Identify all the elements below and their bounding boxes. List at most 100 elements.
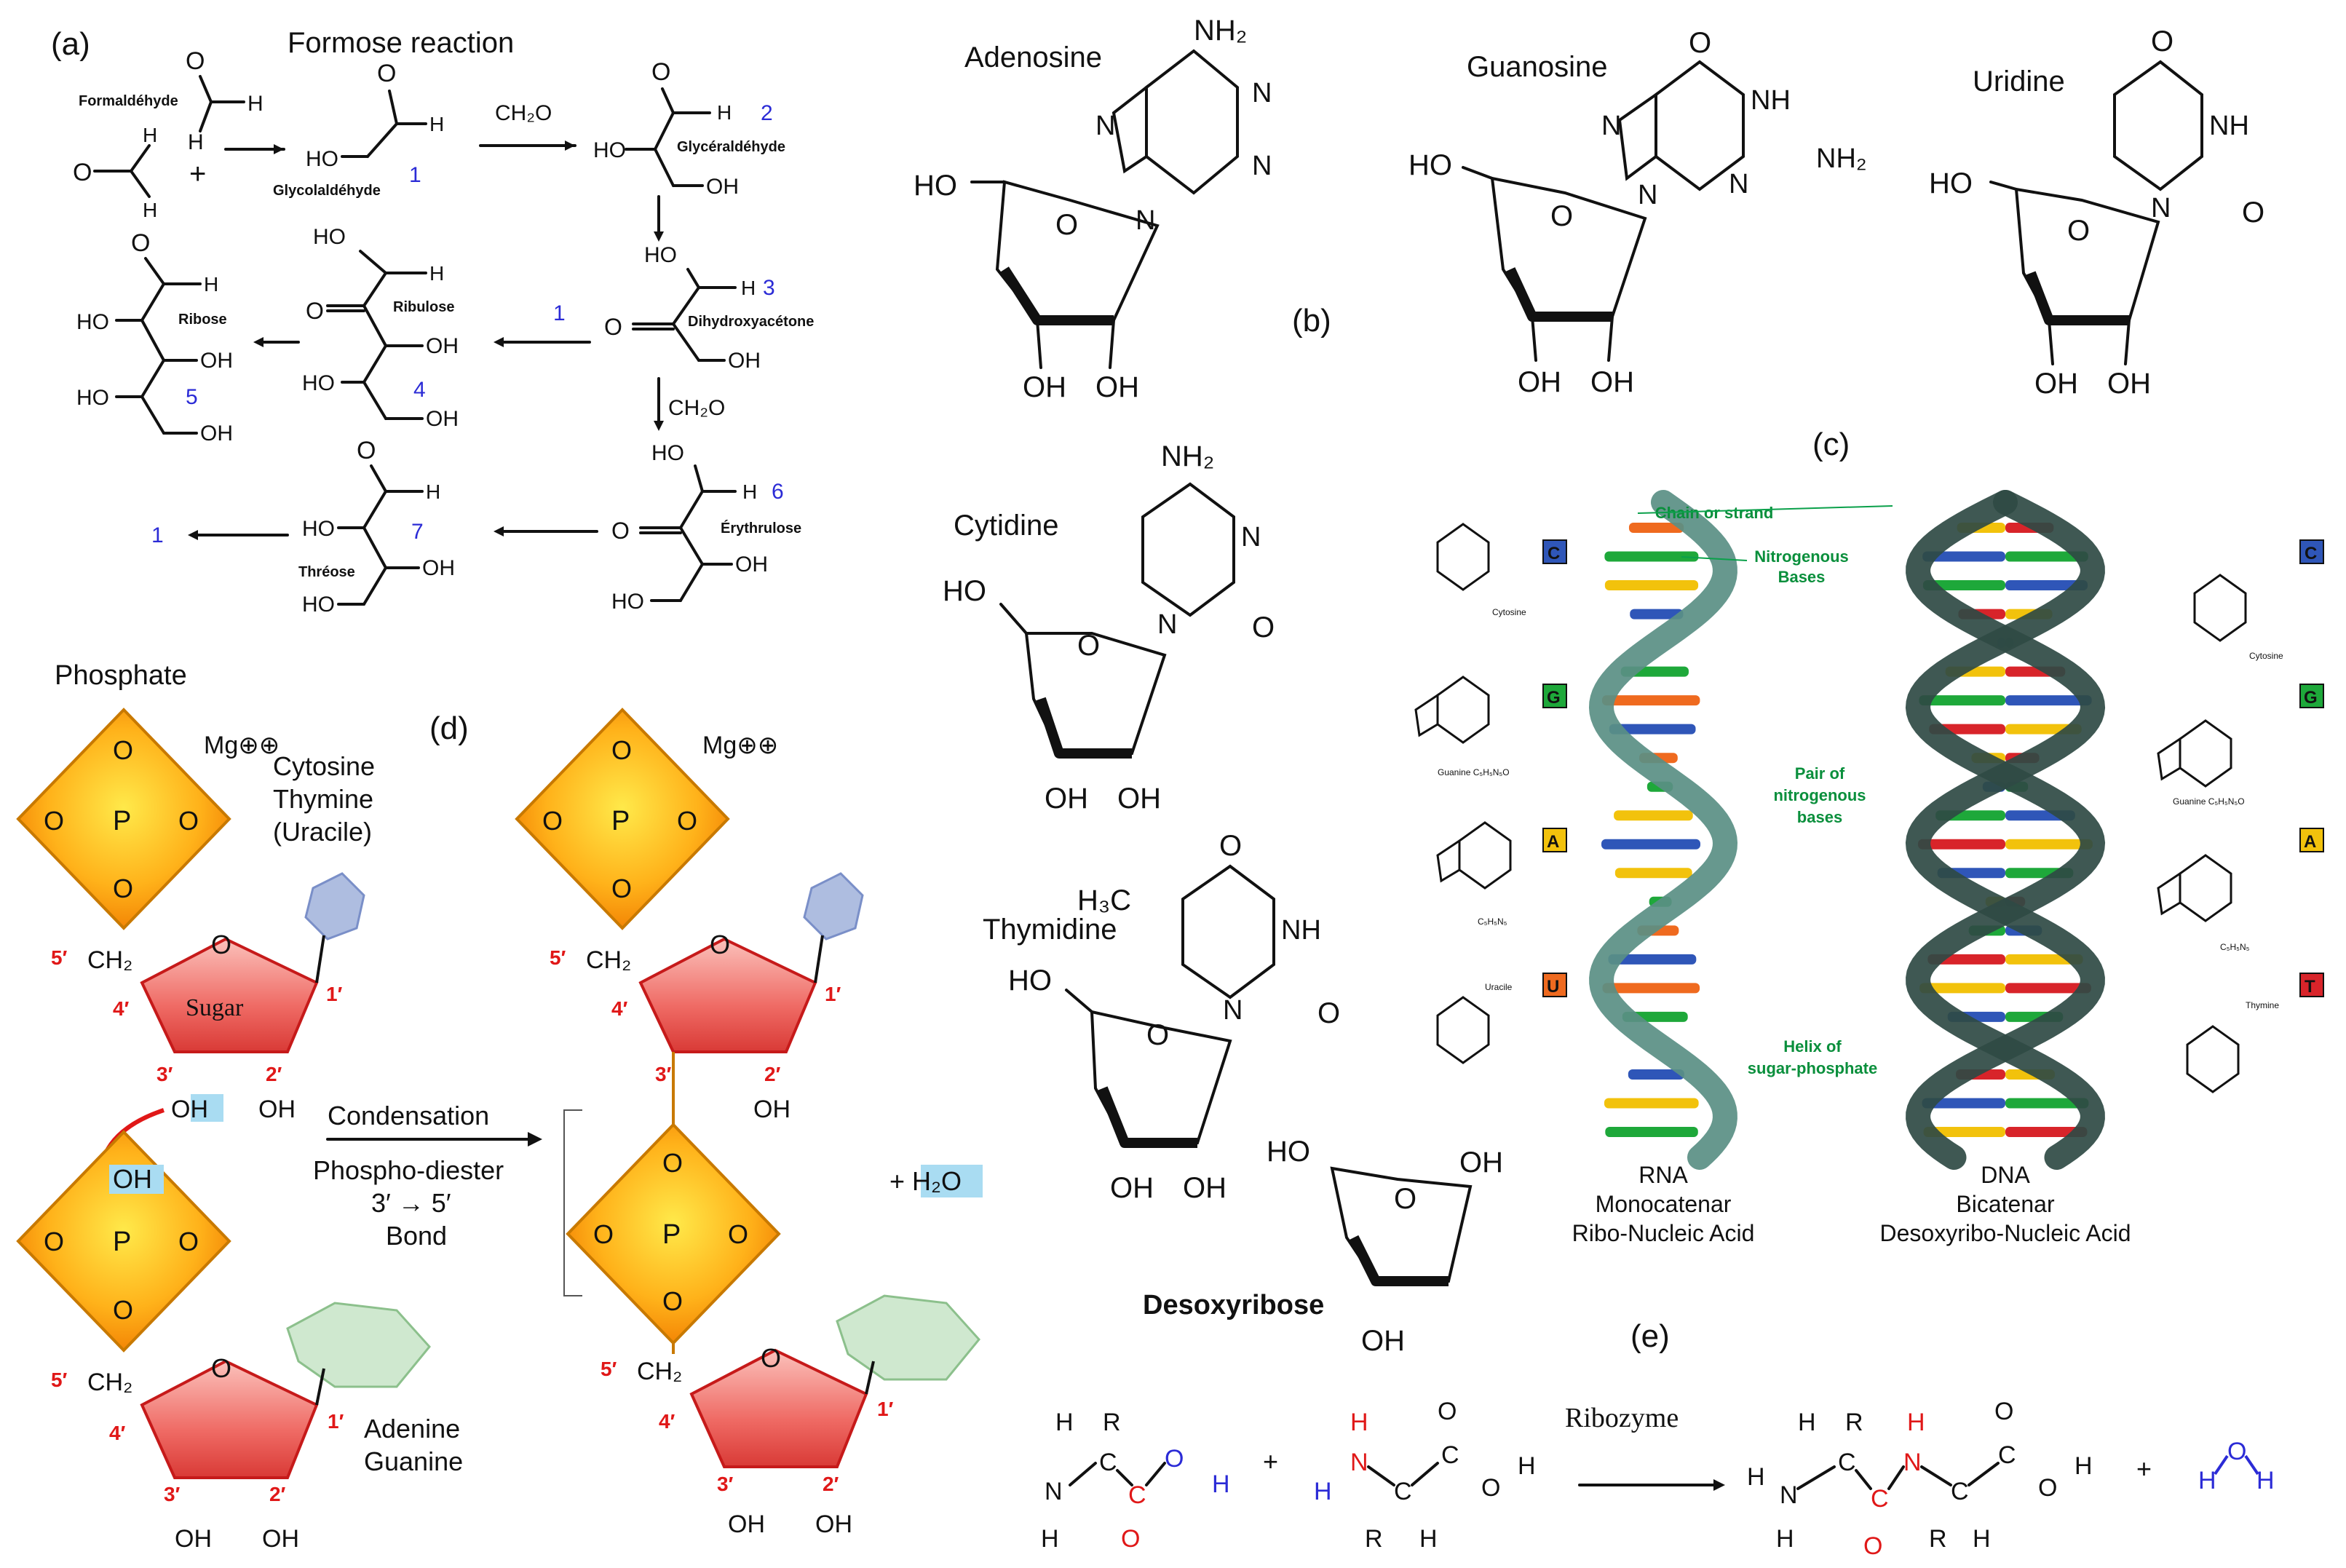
- oh-2prime-2: OH: [262, 1525, 299, 1553]
- svg-text:H: H: [2256, 1467, 2275, 1494]
- thymidine-molecule: O H₃C Thymidine NH O N O HO OH OH: [983, 830, 1340, 1204]
- panel-a-formose: (a) Formose reaction Formaldéhyde O H H …: [51, 26, 814, 617]
- svg-text:O: O: [662, 1286, 683, 1316]
- formaldehyde-molecule: Formaldéhyde O H H: [79, 47, 263, 154]
- guanosine-oh-3: OH: [1518, 366, 1561, 398]
- formaldehyde-label: Formaldéhyde: [79, 93, 178, 109]
- prime-4-3: 4′: [611, 997, 628, 1020]
- rna-cytosine-name: Cytosine: [1492, 607, 1526, 617]
- svg-text:O: O: [1994, 1398, 2013, 1425]
- prime-2-4: 2′: [823, 1473, 839, 1495]
- rna-base-cytosine: Cytosine C: [1436, 523, 1567, 617]
- compound-number-1: 1: [409, 163, 421, 187]
- base-rung: [1923, 1127, 2005, 1137]
- svg-text:O: O: [44, 806, 64, 836]
- svg-text:O: O: [44, 1227, 64, 1256]
- cytidine-oh-2: OH: [1117, 783, 1161, 815]
- svg-text:O: O: [1394, 1183, 1416, 1215]
- svg-text:H: H: [188, 130, 204, 154]
- svg-text:O: O: [604, 314, 622, 340]
- svg-text:C: C: [1998, 1441, 2016, 1469]
- dihydroxyacetone-molecule: HO H O OH Dihydroxyacétone 3: [604, 243, 814, 373]
- label-pair-bases: bases: [1797, 808, 1842, 826]
- svg-text:H: H: [717, 101, 732, 124]
- water-product: + H₂O: [889, 1166, 962, 1196]
- phosphate-bottom-left: OH O O O P: [16, 1130, 231, 1353]
- ribulose-label: Ribulose: [393, 299, 454, 315]
- panel-d-phosphodiester: Phosphate (d) O O O O P Mg⊕⊕ Cytosine Th…: [16, 660, 983, 1553]
- svg-text:N: N: [1241, 522, 1261, 553]
- svg-text:HO: HO: [76, 386, 109, 410]
- condensation-label: Condensation: [328, 1101, 489, 1131]
- helix-annotations: Chain or strand Nitrogenous Bases Pair o…: [1572, 504, 2131, 1246]
- svg-text:N: N: [1045, 1478, 1063, 1505]
- svg-text:C: C: [1441, 1441, 1459, 1469]
- threose-molecule: O H HO OH HO Thréose 7: [298, 437, 455, 617]
- compound-number-7: 7: [411, 520, 424, 544]
- svg-text:H: H: [742, 480, 757, 503]
- cytidine-ho: HO: [943, 575, 986, 607]
- svg-text:H: H: [2074, 1452, 2093, 1480]
- svg-text:O: O: [1055, 209, 1078, 241]
- svg-text:H: H: [143, 124, 157, 146]
- ch2-1: CH₂: [87, 946, 132, 974]
- phosphorus-1: P: [113, 806, 131, 836]
- dna-thymine-name: Thymine: [2246, 1000, 2279, 1010]
- base-rung: [1609, 724, 1696, 734]
- desoxyribose-molecule: HO OH O OH Desoxyribose: [1143, 1136, 1503, 1357]
- rna-title: RNA: [1638, 1162, 1688, 1188]
- svg-text:HO: HO: [611, 590, 644, 614]
- svg-text:H: H: [2198, 1467, 2216, 1494]
- dna-tag-a: A: [2304, 832, 2316, 852]
- svg-text:OH: OH: [735, 553, 768, 577]
- svg-text:C: C: [1871, 1485, 1889, 1513]
- dna-tag-g: G: [2304, 688, 2318, 708]
- prime-1-1: 1′: [326, 983, 343, 1005]
- svg-text:OH: OH: [426, 334, 459, 358]
- compound-number-2: 2: [761, 101, 773, 125]
- svg-text:N: N: [1157, 609, 1177, 640]
- uridine-nh: NH: [2209, 111, 2249, 141]
- base-rung: [1604, 580, 1699, 591]
- svg-text:O: O: [306, 298, 324, 324]
- base-rung: [1630, 609, 1684, 619]
- svg-text:H: H: [1212, 1470, 1230, 1498]
- svg-text:N: N: [1780, 1481, 1798, 1509]
- svg-text:O: O: [377, 60, 396, 87]
- ribulose-molecule: HO H O OH HO OH Ribulose 4: [302, 225, 459, 431]
- dna-base-adenine: C₅H₅N₅ A: [2157, 828, 2324, 952]
- dna-cytosine-name: Cytosine: [2249, 651, 2283, 661]
- sugar-bottom-left: CH₂ O 5′ 4′ 3′ 2′ 1′ OH OH: [51, 1302, 431, 1553]
- bond-direction-label: 3′ → 5′: [371, 1188, 451, 1218]
- ribozyme-plus-1: +: [1263, 1446, 1278, 1476]
- cytidine-oh-3: OH: [1045, 783, 1088, 815]
- guanosine-ho: HO: [1408, 149, 1452, 181]
- svg-text:O: O: [113, 874, 133, 903]
- adenosine-nh2: NH₂: [1194, 15, 1247, 47]
- rna-tag-g: G: [1547, 688, 1561, 708]
- base-rung: [1602, 983, 1700, 994]
- svg-text:O: O: [211, 930, 231, 959]
- adenosine-molecule: Adenosine NH₂ N N N N O HO OH OH: [914, 15, 1272, 403]
- thymidine-o-4: O: [1219, 830, 1242, 862]
- svg-text:O: O: [1146, 1019, 1169, 1051]
- thymidine-nh: NH: [1281, 915, 1321, 946]
- svg-text:O: O: [211, 1353, 231, 1383]
- svg-text:O: O: [1481, 1474, 1500, 1502]
- compound-number-6: 6: [772, 480, 784, 504]
- thymidine-oh-2: OH: [1183, 1172, 1227, 1204]
- svg-text:O: O: [677, 806, 697, 836]
- svg-text:O: O: [73, 159, 92, 186]
- label-sugar-phosphate: sugar-phosphate: [1748, 1059, 1877, 1077]
- dna-title: DNA: [1981, 1162, 2030, 1188]
- base-rung: [1601, 695, 1700, 706]
- dna-adenine-name: C₅H₅N₅: [2220, 942, 2250, 952]
- glyceraldehyde-molecule: O H HO OH Glycéraldéhyde 2: [593, 58, 785, 199]
- uridine-molecule: Uridine O NH O N O HO OH OH: [1929, 25, 2264, 400]
- oh-3prime-1: OH: [171, 1096, 208, 1123]
- rna-base-guanine: Guanine C₅H₅N₅O G: [1414, 676, 1567, 777]
- dihydroxyacetone-label: Dihydroxyacétone: [688, 314, 814, 330]
- rna-full-name: Ribo-Nucleic Acid: [1572, 1220, 1755, 1246]
- svg-text:R: R: [1845, 1409, 1863, 1436]
- ch2-2: CH₂: [87, 1369, 132, 1396]
